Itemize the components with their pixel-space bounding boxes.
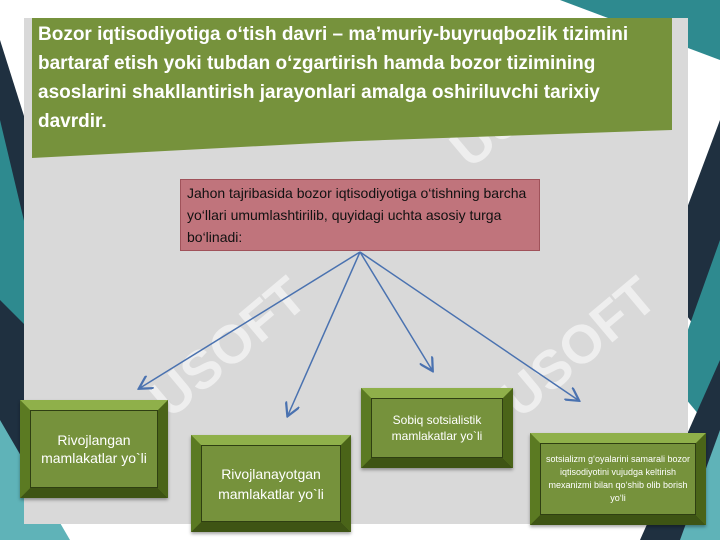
svg-text:USOFT: USOFT — [489, 266, 668, 430]
slide-title: Bozor iqtisodiyotiga o‘tish davri – ma’m… — [38, 24, 629, 132]
intro-box: Jahon tajribasida bozor iqtisodiyotiga o… — [180, 179, 540, 251]
path-box-developing: Rivojlanayotgan mamlakatlar yo`li — [191, 435, 351, 532]
path-label: Rivojlangan mamlakatlar yo`li — [30, 410, 158, 488]
path-box-former-socialist: Sobiq sotsialistik mamlakatlar yo`li — [361, 388, 513, 468]
path-box-developed: Rivojlangan mamlakatlar yo`li — [20, 400, 168, 498]
path-label: Rivojlanayotgan mamlakatlar yo`li — [201, 445, 341, 522]
path-label: Sobiq sotsialistik mamlakatlar yo`li — [371, 398, 503, 458]
path-box-socialist-market: sotsializm g‘oyalarini samarali bozor iq… — [530, 433, 706, 525]
path-label: sotsializm g‘oyalarini samarali bozor iq… — [540, 443, 696, 515]
